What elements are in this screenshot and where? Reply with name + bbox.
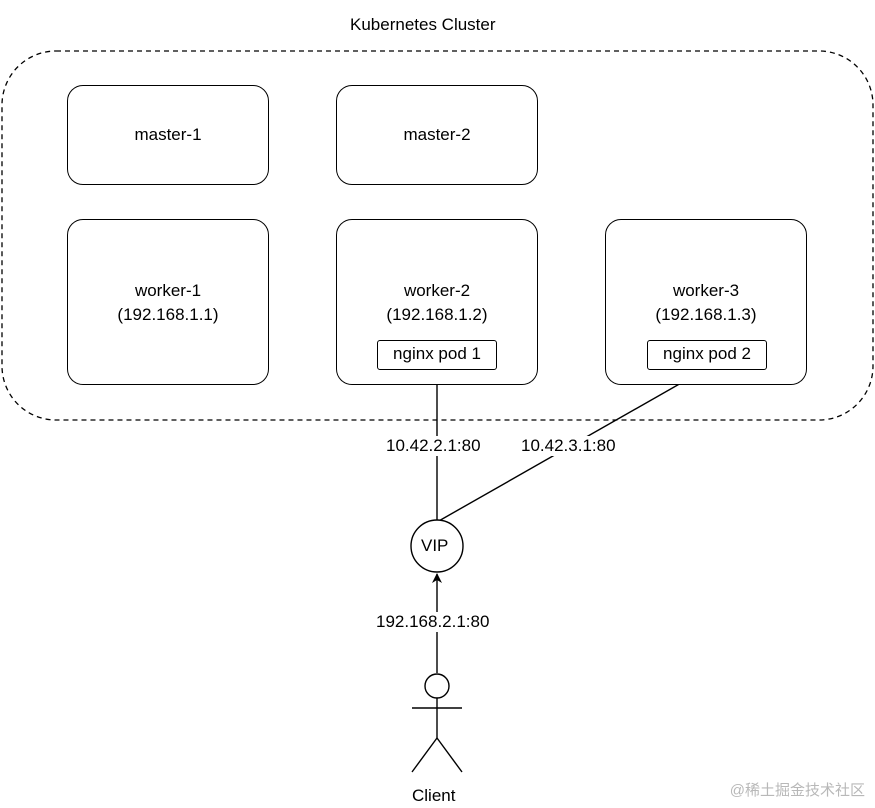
master-1-node: master-1 <box>67 85 269 185</box>
worker-1-label: worker-1 <box>134 281 202 300</box>
vip-label: VIP <box>421 536 449 555</box>
worker-2-label: worker-2 <box>403 281 471 300</box>
master-2-label: master-2 <box>403 125 471 144</box>
edge-label-vip-to-pod2: 10.42.3.1:80 <box>521 436 616 456</box>
worker-2-ip: (192.168.1.2) <box>386 305 488 324</box>
worker-3-ip: (192.168.1.3) <box>655 305 757 324</box>
worker-1-ip: (192.168.1.1) <box>117 305 219 324</box>
watermark-text: @稀土掘金技术社区 <box>729 782 865 799</box>
worker-3-label: worker-3 <box>672 281 740 300</box>
cluster-title: Kubernetes Cluster <box>350 15 496 34</box>
cluster-boundary <box>1 50 874 421</box>
nginx-pod-2: nginx pod 2 <box>647 340 767 370</box>
client-label: Client <box>412 786 456 805</box>
vip-circle <box>410 519 464 573</box>
edge-label-client-to-vip: 192.168.2.1:80 <box>376 612 490 632</box>
worker-1-node: worker-1 (192.168.1.1) <box>67 219 269 385</box>
master-2-node: master-2 <box>336 85 538 185</box>
nginx-pod-1: nginx pod 1 <box>377 340 497 370</box>
master-1-label: master-1 <box>134 125 202 144</box>
edge-label-vip-to-pod1: 10.42.2.1:80 <box>386 436 481 456</box>
client-actor-icon <box>411 673 463 773</box>
